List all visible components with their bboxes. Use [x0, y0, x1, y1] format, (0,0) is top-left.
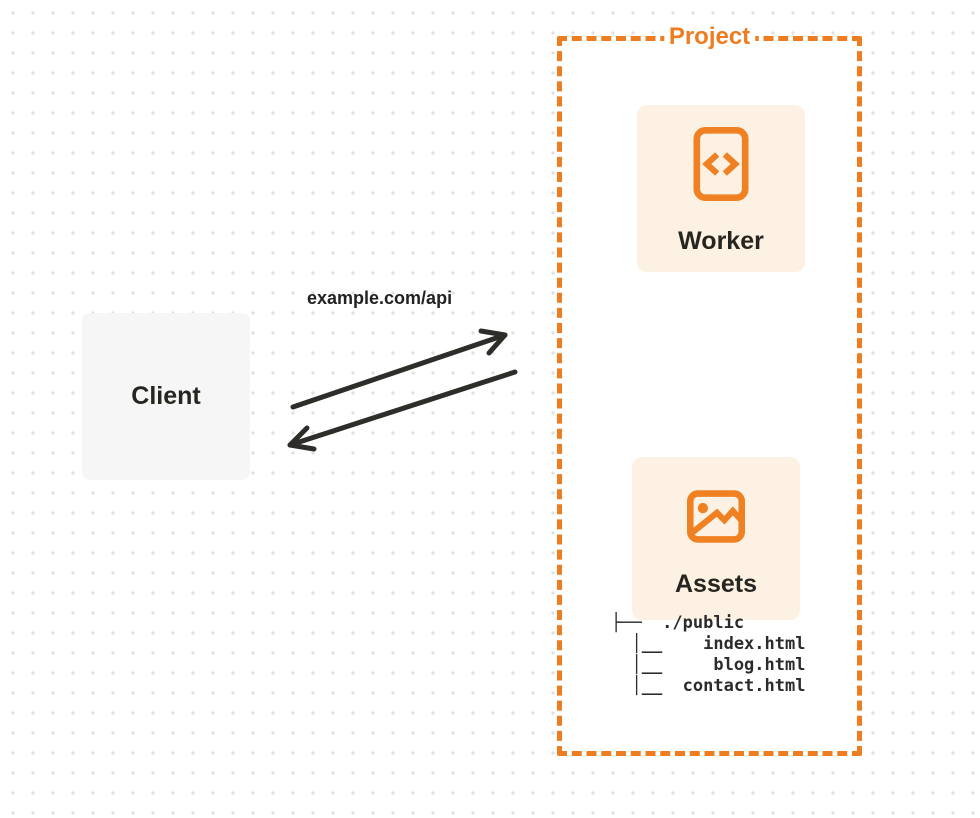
- file-tree-line: │__ contact.html: [611, 676, 806, 696]
- image-icon: [687, 490, 745, 543]
- request-response-arrows: [287, 328, 518, 452]
- project-container: Project Worker Assets: [557, 22, 862, 756]
- client-label: Client: [131, 382, 201, 410]
- file-tree-line: ├── ./public: [611, 613, 745, 633]
- assets-label: Assets: [675, 570, 757, 598]
- assets-file-tree: ├── ./public │__ index.html │__ blog.htm…: [611, 613, 805, 697]
- code-document-icon: [693, 127, 749, 201]
- client-node: Client: [82, 313, 250, 480]
- request-url-label: example.com/api: [307, 288, 453, 308]
- file-tree-line: │__ blog.html: [611, 655, 806, 675]
- project-label: Project: [663, 22, 756, 52]
- worker-node: Worker: [637, 105, 805, 272]
- file-tree-line: │__ index.html: [611, 634, 806, 654]
- response-arrow: [287, 369, 518, 452]
- worker-label: Worker: [678, 227, 764, 255]
- assets-node: Assets: [632, 457, 800, 620]
- request-arrow: [290, 328, 508, 410]
